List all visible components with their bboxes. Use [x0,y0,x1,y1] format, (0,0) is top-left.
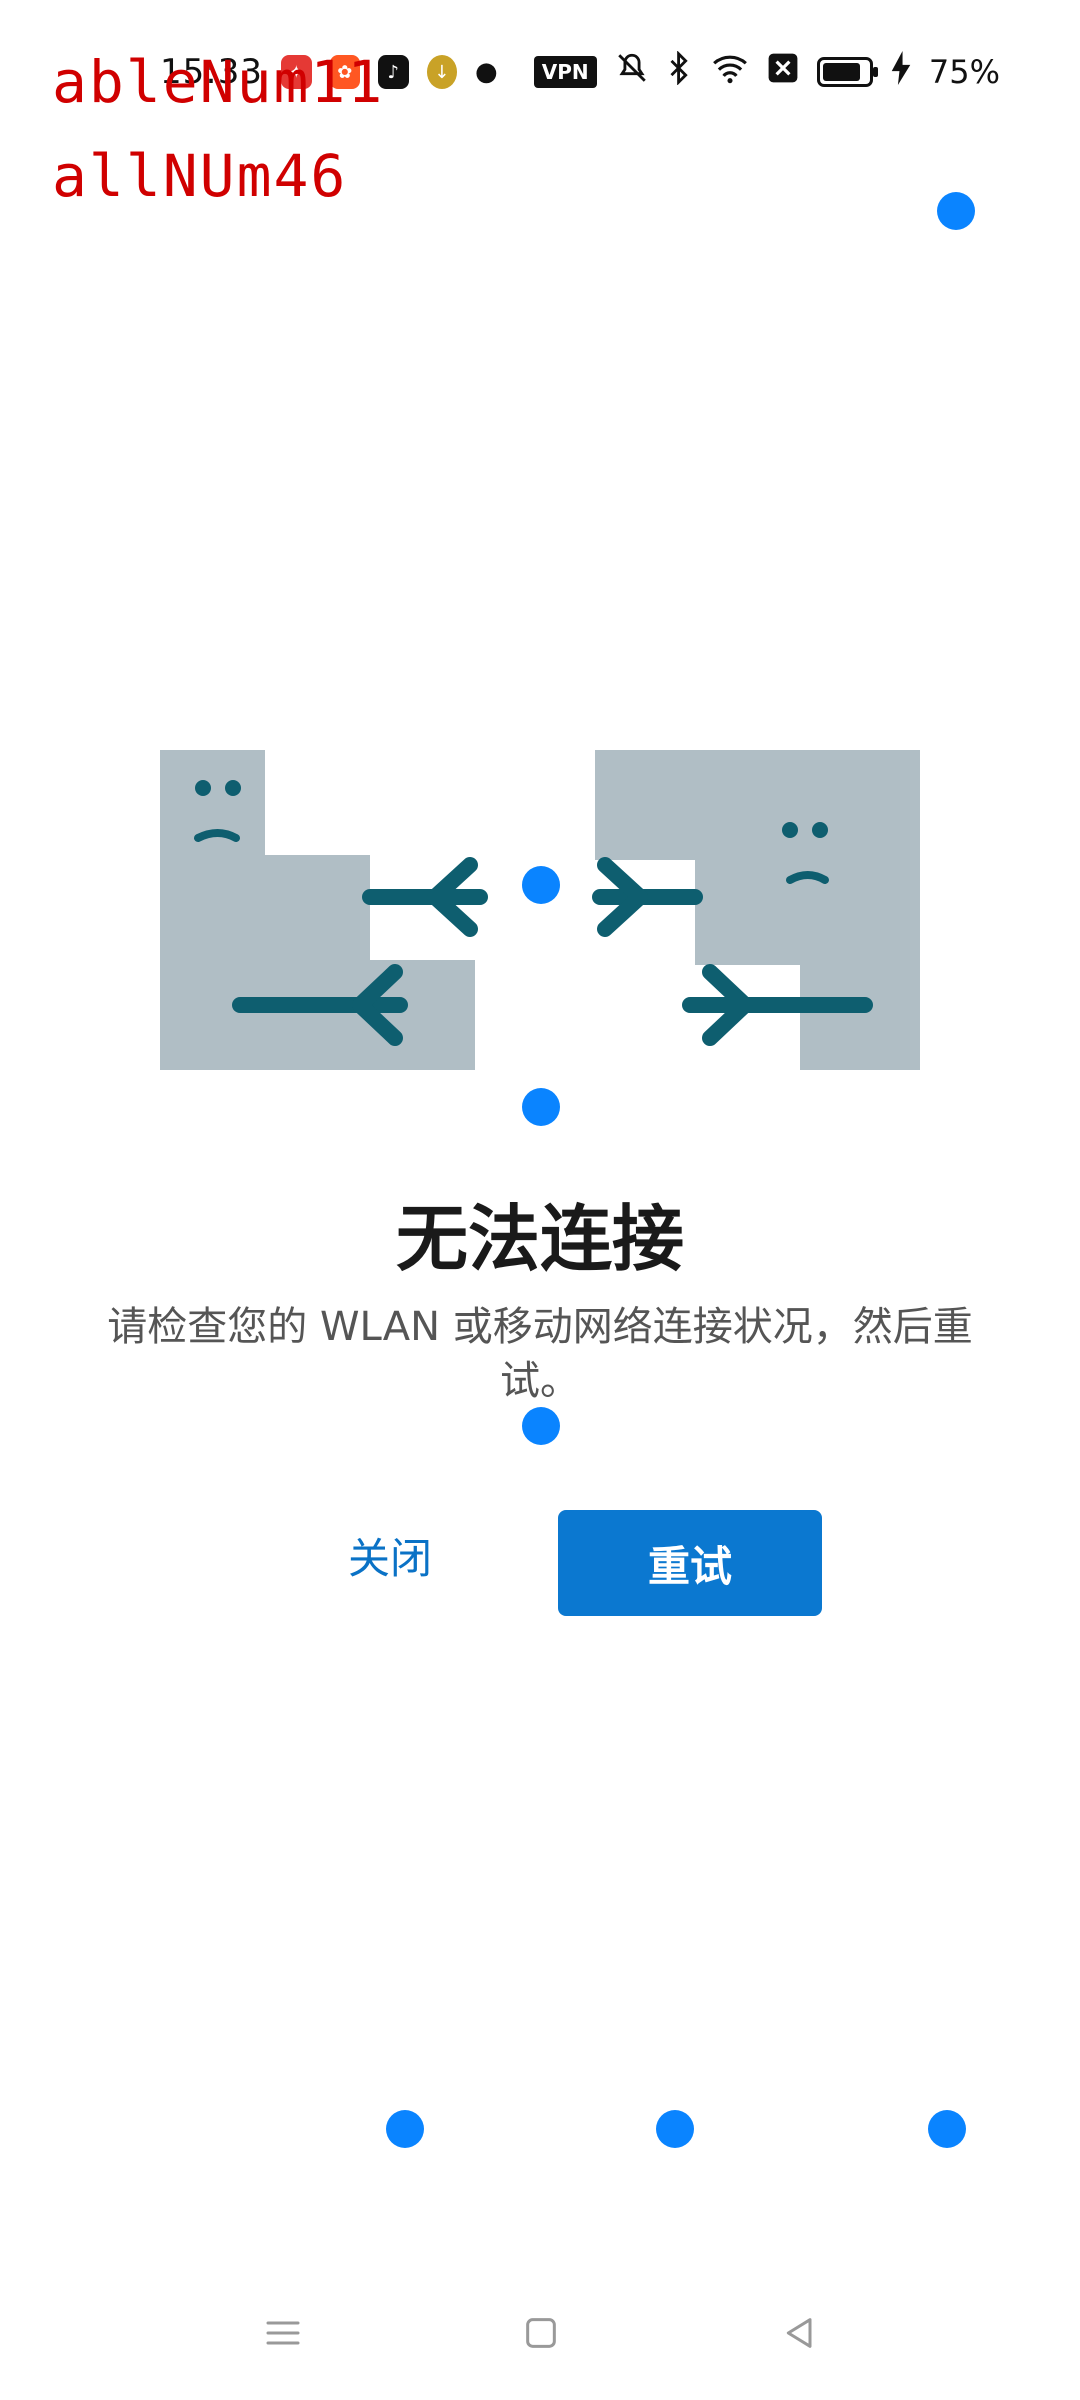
notification-app-icon: ✿ [329,55,361,89]
debug-overlay-line2: allNUm46 [52,142,348,210]
wifi-icon [711,51,749,93]
debug-overlay-line1: ableNum11 [52,48,385,116]
touch-indicator-dot [928,2110,966,2148]
touch-indicator-dot [937,192,975,230]
mute-icon [615,51,649,93]
bluetooth-icon [667,50,693,93]
status-time: 15:33 [160,52,263,92]
menu-icon [263,2313,303,2357]
home-icon [521,2313,561,2357]
touch-indicator-dot [522,1407,560,1445]
touch-indicator-dot [522,866,560,904]
touch-indicator-dot [522,1088,560,1126]
retry-button[interactable]: 重试 [558,1510,822,1616]
nav-home-button[interactable] [506,2300,576,2370]
music-app-icon: ♪ [378,55,409,89]
nav-back-button[interactable] [765,2300,835,2370]
close-button[interactable]: 关闭 [300,1505,480,1605]
right-block-shape [595,750,920,1070]
back-icon [780,2313,820,2357]
battery-percent: 75% [928,53,1000,91]
download-icon: ↓ [426,55,458,89]
notification-app-icon: ✦ [280,55,312,89]
navigation-bar [0,2290,1080,2380]
dialog-message: 请检查您的 WLAN 或移动网络连接状况，然后重试。 [107,1304,973,1404]
touch-indicator-dot [386,2110,424,2148]
vpn-badge: VPN [533,56,597,88]
status-bar: 15:33 ✦ ✿ ♪ ↓ ● VPN 75% [160,40,1000,104]
charging-icon [891,51,911,93]
nav-menu-button[interactable] [248,2300,318,2370]
dialog-title: 无法连接 [395,1197,684,1281]
disconnected-illustration [150,740,930,1080]
left-block-shape [160,750,475,1070]
sim-x-icon [767,52,799,92]
battery-fill [822,63,861,81]
more-notifications-dot-icon: ● [475,57,498,87]
touch-indicator-dot [656,2110,694,2148]
battery-icon [816,57,879,87]
